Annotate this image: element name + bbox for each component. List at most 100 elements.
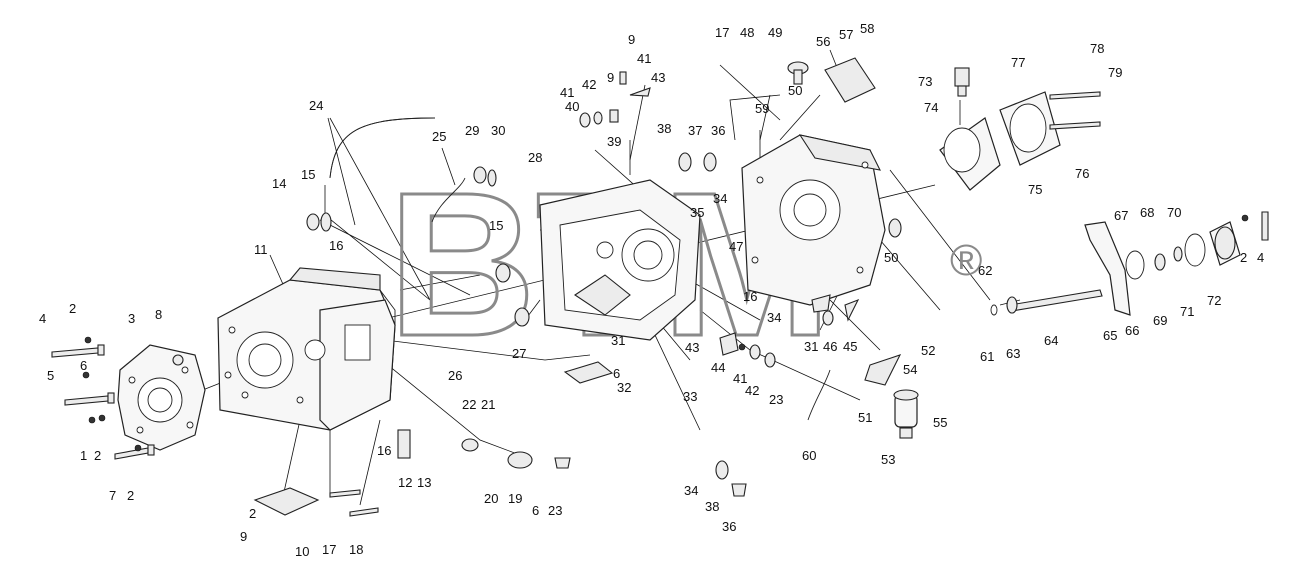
parts-31-45-46 [811,294,860,326]
pipe-25 [431,177,466,223]
callout-22: 22 [462,397,476,412]
main-housing [217,267,396,431]
filter-19-20 [461,438,571,469]
callout-3: 3 [128,311,135,326]
callout-37: 37 [688,123,702,138]
callout-1: 1 [80,448,87,463]
callout-64: 64 [1044,333,1058,348]
callout-75: 75 [1028,182,1042,197]
callout-43: 43 [685,340,699,355]
parts-44-41-42-23 [719,332,776,368]
pipe-60 [807,369,831,421]
callout-74: 74 [924,100,938,115]
callout-18: 18 [349,542,363,557]
callout-70: 70 [1167,205,1181,220]
callout-53: 53 [881,452,895,467]
callout-32: 32 [617,380,631,395]
callout-45: 45 [843,339,857,354]
callout-42: 42 [745,383,759,398]
callout-76: 76 [1075,166,1089,181]
callout-9: 9 [628,32,635,47]
callout-14: 14 [272,176,286,191]
bolt-78 [1049,91,1101,100]
bracket-51 [864,354,902,386]
callout-13: 13 [417,475,431,490]
callout-57: 57 [839,27,853,42]
seal-50 [888,218,902,238]
shaft-64 [990,289,1103,316]
callout-51: 51 [858,410,872,425]
callout-21: 21 [481,397,495,412]
callout-33: 33 [683,389,697,404]
callout-23: 23 [548,503,562,518]
callout-11: 11 [254,242,268,257]
gasket-10 [253,487,320,516]
callout-15: 15 [489,218,503,233]
callout-29: 29 [465,123,479,138]
callout-77: 77 [1011,55,1025,70]
rings-66-71 [1125,233,1206,280]
callout-78: 78 [1090,41,1104,56]
callout-12: 12 [398,475,412,490]
callout-34: 34 [767,310,781,325]
cover-72 [1209,221,1241,266]
callout-49: 49 [768,25,782,40]
gasket-31 [563,361,614,384]
bolt-17 [329,489,361,498]
parts [51,57,1269,517]
bolt-18 [349,507,379,517]
bolt-79 [1049,121,1101,130]
shift-fork-65 [1084,221,1131,316]
callout-2: 2 [127,488,134,503]
callout-24: 24 [309,98,323,113]
callout-38: 38 [657,121,671,136]
pipe-24-inner [329,117,436,179]
callout-38: 38 [705,499,719,514]
callout-15: 15 [301,167,315,182]
bolt-49 [787,61,809,85]
callout-63: 63 [1006,346,1020,361]
callout-50: 50 [884,250,898,265]
callout-25: 25 [432,129,446,144]
callout-71: 71 [1180,304,1194,319]
plate-12 [397,429,411,459]
callout-8: 8 [155,307,162,322]
callout-16: 16 [377,443,391,458]
callout-36: 36 [711,123,725,138]
bearing-cover-76 [999,91,1061,166]
callout-4: 4 [1257,250,1264,265]
fitting-14-15 [306,212,332,232]
callout-17: 17 [715,25,729,40]
callout-79: 79 [1108,65,1122,80]
callout-34: 34 [684,483,698,498]
callout-55: 55 [933,415,947,430]
callout-39: 39 [607,134,621,149]
callout-20: 20 [484,491,498,506]
callout-27: 27 [512,346,526,361]
callout-17: 17 [322,542,336,557]
callout-72: 72 [1207,293,1221,308]
left-bolts [51,336,184,460]
callout-6: 6 [613,366,620,381]
rear-housing-47 [741,134,886,306]
callout-19: 19 [508,491,522,506]
callout-9: 9 [240,529,247,544]
callout-44: 44 [711,360,725,375]
callout-56: 56 [816,34,830,49]
callout-2: 2 [69,301,76,316]
callout-34: 34 [713,191,727,206]
callout-35: 35 [690,205,704,220]
callout-41: 41 [560,85,574,100]
callout-16: 16 [329,238,343,253]
seal-15 [495,263,511,283]
callout-9: 9 [607,70,614,85]
callout-31: 31 [611,333,625,348]
middle-housing-28 [539,179,701,341]
callout-31: 31 [804,339,818,354]
valve-53 [893,389,919,439]
registered-mark: ® [950,236,982,285]
callout-6: 6 [532,503,539,518]
callout-46: 46 [823,339,837,354]
callout-67: 67 [1114,208,1128,223]
callout-60: 60 [802,448,816,463]
